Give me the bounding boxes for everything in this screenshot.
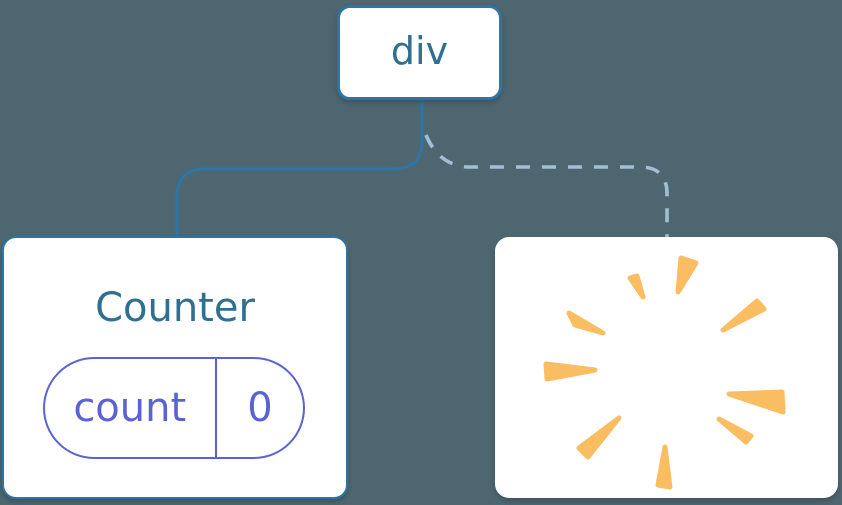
dashed-connector-line — [424, 134, 669, 237]
poof-spark — [543, 361, 598, 382]
poof-spark — [627, 273, 646, 300]
state-pill-divider — [214, 359, 217, 457]
root-node-label: div — [390, 28, 449, 73]
poof-spark — [720, 298, 767, 333]
counter-node-title: Counter — [95, 285, 255, 331]
root-node: div — [337, 5, 502, 100]
poof-spark — [566, 310, 606, 336]
removed-node — [495, 237, 838, 498]
counter-node: Counter count 0 — [2, 236, 348, 499]
poof-spark — [726, 389, 786, 415]
poof-icon — [543, 255, 786, 490]
state-pill-value: 0 — [247, 385, 273, 431]
state-pill-key: count — [73, 385, 187, 431]
poof-spark — [655, 444, 673, 490]
poof-spark — [716, 416, 754, 445]
solid-connector-line — [175, 100, 424, 236]
state-pill: count 0 — [43, 357, 305, 459]
poof-spark — [576, 415, 622, 460]
poof-spark — [675, 255, 699, 295]
